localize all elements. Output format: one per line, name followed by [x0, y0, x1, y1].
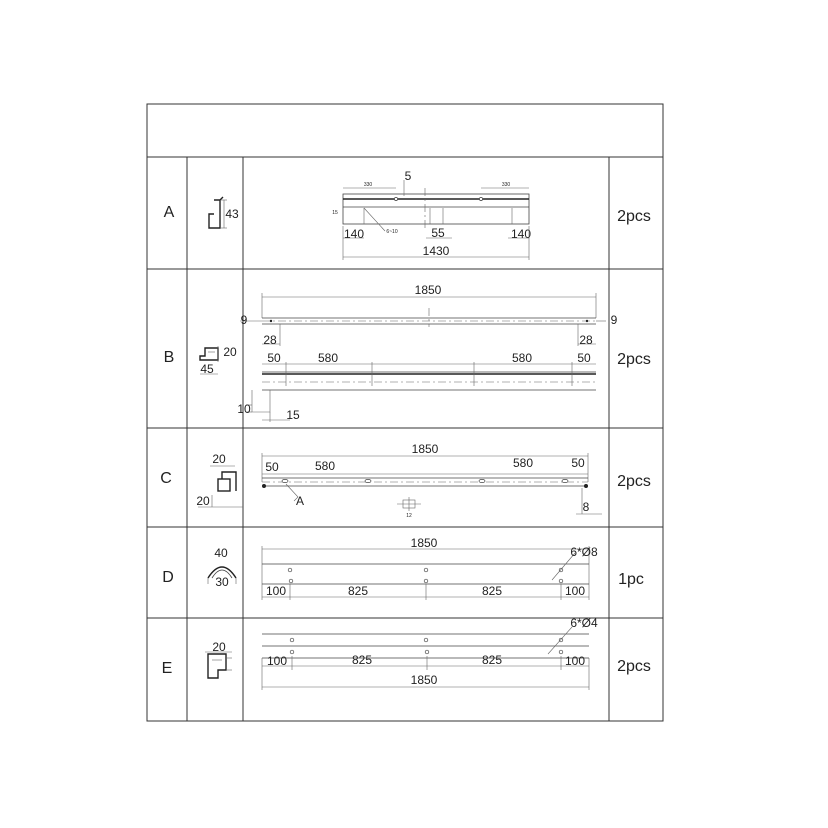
- qty-b: 2pcs: [617, 351, 651, 368]
- profile-b: 20 45: [199, 345, 237, 376]
- profile-a-height: 43: [225, 207, 239, 221]
- part-d-drawing: 1850 6*Ø8 100 825 825 100: [261, 536, 598, 600]
- profile-b-width: 45: [200, 362, 214, 376]
- dim-e-span-right: 825: [482, 653, 502, 667]
- row-label-a: A: [164, 204, 175, 221]
- dim-a-right: 140: [511, 227, 531, 241]
- dim-b-end-left: 50: [267, 351, 281, 365]
- profile-a: 43: [208, 196, 239, 229]
- dim-b-total: 1850: [415, 283, 442, 297]
- part-b-drawing: 1850 9 9 28 28 50 580 580 50 10: [237, 283, 618, 422]
- dim-e-end-right: 100: [565, 654, 585, 668]
- dim-a-side-small: 15: [332, 210, 338, 216]
- row-label-e: E: [162, 660, 173, 677]
- dim-c-detail-small: 12: [406, 513, 412, 519]
- dim-d-end-right: 100: [565, 584, 585, 598]
- qty-e: 2pcs: [617, 658, 651, 675]
- dim-a-right-small: 330: [502, 182, 511, 188]
- dim-c-edge: 8: [583, 500, 590, 514]
- dim-c-end-left: 50: [265, 460, 279, 474]
- dim-d-span-left: 825: [348, 584, 368, 598]
- qty-d: 1pc: [618, 571, 644, 588]
- qty-c: 2pcs: [617, 473, 651, 490]
- dim-d-span-right: 825: [482, 584, 502, 598]
- dim-b-detail-width: 15: [286, 408, 300, 422]
- row-label-c: C: [160, 470, 172, 487]
- dim-d-end-left: 100: [266, 584, 286, 598]
- profile-d-outer: 40: [214, 546, 228, 560]
- profile-c-width: 20: [196, 494, 210, 508]
- dim-d-holes: 6*Ø8: [570, 545, 598, 559]
- dim-c-end-right: 50: [571, 456, 585, 470]
- dim-b-span-right: 580: [512, 351, 532, 365]
- qty-a: 2pcs: [617, 208, 651, 225]
- dim-c-span-right: 580: [513, 456, 533, 470]
- profile-b-height: 20: [223, 345, 237, 359]
- row-label-d: D: [162, 569, 174, 586]
- profile-e: 20: [205, 640, 232, 679]
- dim-b-end-right: 50: [577, 351, 591, 365]
- dim-b-edge-right: 9: [611, 313, 618, 327]
- dim-c-span-left: 580: [315, 459, 335, 473]
- profile-d: 40 30: [207, 546, 237, 589]
- dim-e-total: 1850: [411, 673, 438, 687]
- dim-a-note-small: 6~10: [386, 229, 397, 235]
- table-grid: [146, 103, 664, 722]
- dim-e-span-left: 825: [352, 653, 372, 667]
- dim-b-span-left: 580: [318, 351, 338, 365]
- row-label-b: B: [164, 349, 175, 366]
- dim-a-total: 1430: [423, 244, 450, 258]
- dim-a-top: 5: [405, 169, 412, 183]
- dim-a-mid: 55: [431, 226, 445, 240]
- dim-d-total: 1850: [411, 536, 438, 550]
- part-c-drawing: 1850 50 580 580 50 A 12 8: [261, 442, 602, 519]
- dim-b-edge-left: 9: [241, 313, 248, 327]
- part-a-drawing: 330 330 15 5 6~10 140 55 140 1430: [332, 169, 531, 260]
- dim-a-left-small: 330: [364, 182, 373, 188]
- profile-d-inner: 30: [215, 575, 229, 589]
- dim-e-holes: 6*Ø4: [570, 616, 598, 630]
- dim-a-left: 140: [344, 227, 364, 241]
- profile-c-height: 20: [212, 452, 226, 466]
- profile-e-width: 20: [212, 640, 226, 654]
- profile-c: 20 20: [196, 452, 243, 508]
- dim-e-end-left: 100: [267, 654, 287, 668]
- dim-b-inner-left: 28: [263, 333, 277, 347]
- dim-b-inner-right: 28: [579, 333, 593, 347]
- part-e-drawing: 6*Ø4 100 825 825 100 1850: [261, 616, 598, 690]
- dim-b-detail-height: 10: [237, 402, 251, 416]
- dim-c-view-mark: A: [296, 494, 304, 508]
- dim-c-total: 1850: [412, 442, 439, 456]
